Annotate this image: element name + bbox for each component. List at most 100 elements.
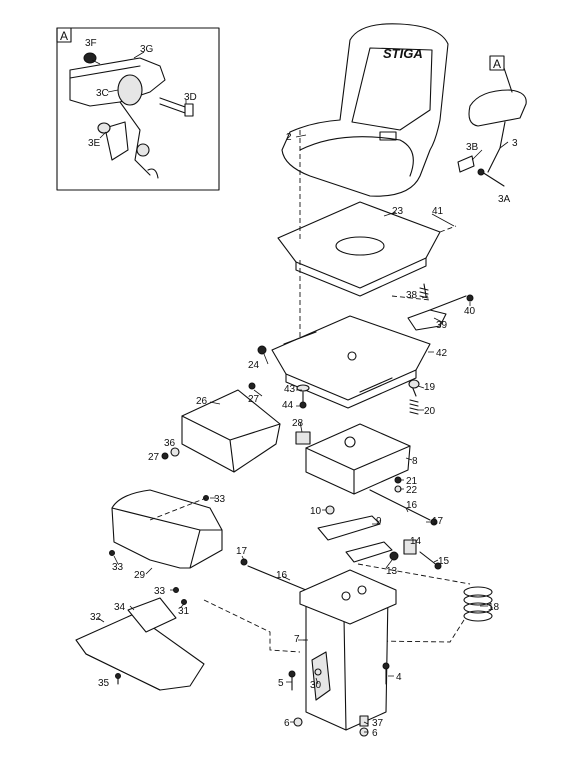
label-6-right: 6 [372, 728, 378, 739]
detail-bolt-3d [159, 97, 189, 115]
detail-plate [104, 121, 129, 161]
plate-42-hole [347, 351, 357, 361]
label-13: 13 [386, 566, 398, 577]
callout-letter-box [489, 55, 505, 71]
label-3g: 3G [140, 44, 154, 55]
plate-23-slot [335, 236, 385, 256]
screw-27-left [161, 452, 169, 460]
detail-washer [97, 122, 111, 134]
detail-bracket [69, 57, 166, 107]
label-37: 37 [372, 718, 384, 729]
linkage [317, 505, 442, 570]
post-7-cutout [311, 651, 331, 701]
label-22: 22 [406, 485, 418, 496]
label-4: 4 [396, 672, 402, 683]
bolt-4-head [382, 662, 390, 670]
label-9: 9 [376, 516, 382, 527]
post-7-hole-1 [341, 591, 351, 601]
plate-32-guide [203, 599, 301, 653]
cover-29-guide [149, 497, 207, 521]
label-26: 26 [196, 396, 208, 407]
spacer-37 [359, 715, 369, 727]
detail-arm-lines [69, 65, 151, 176]
seat-cushion-line [299, 136, 414, 177]
link-9-upper [317, 515, 381, 541]
bolt-44-head [299, 401, 307, 409]
rod-16-upper [369, 489, 431, 521]
leader-lines [91, 51, 509, 733]
label-23: 23 [392, 206, 404, 217]
nut-13 [389, 551, 399, 561]
label-15: 15 [438, 556, 450, 567]
label-33-bottom: 33 [154, 586, 166, 597]
spring-18-coil-1 [463, 586, 493, 598]
label-10: 10 [310, 506, 322, 517]
label-28: 28 [292, 418, 304, 429]
spring-18-coil-2 [463, 594, 493, 606]
label-30: 30 [310, 680, 322, 691]
label-35: 35 [98, 678, 110, 689]
bolt-15 [419, 551, 439, 567]
plate-42-edge [285, 369, 417, 409]
label-27-left: 27 [148, 452, 160, 463]
post-7-hole-2 [357, 585, 367, 595]
screw-24 [257, 345, 267, 355]
label-19: 19 [424, 382, 436, 393]
label-27-top: 27 [248, 394, 260, 405]
label-33-top: 33 [214, 494, 226, 505]
label-3e: 3E [88, 138, 101, 149]
label-2: 2 [286, 132, 292, 143]
cover-29 [109, 489, 223, 605]
seat-brand-logo: STIGA [383, 46, 423, 61]
label-17-upper: 17 [432, 516, 444, 527]
rod-16-lower-group [240, 558, 307, 591]
label-3f: 3F [85, 38, 97, 49]
screw-31 [181, 599, 187, 605]
lever-39 [407, 309, 447, 331]
bolt-15-head [434, 562, 442, 570]
bracket-8-hole [344, 436, 356, 448]
label-3c: 3C [96, 88, 109, 99]
bracket-8-body [305, 423, 411, 495]
label-7: 7 [294, 634, 300, 645]
armrest: A [457, 55, 527, 187]
label-33-left: 33 [112, 562, 124, 573]
label-16-upper: 16 [406, 500, 418, 511]
label-17-lower: 17 [236, 546, 248, 557]
label-16-lower: 16 [276, 570, 288, 581]
screw-33-left [109, 550, 115, 556]
spring-20 [409, 399, 419, 415]
label-3: 3 [512, 138, 518, 149]
label-3d: 3D [184, 92, 197, 103]
label-24: 24 [248, 360, 260, 371]
screw-35-head [115, 673, 121, 679]
knob-19 [408, 379, 420, 389]
detail-frame [56, 27, 220, 191]
plate-23-edge [295, 257, 427, 297]
label-3b: 3B [466, 142, 479, 153]
label-41: 41 [432, 206, 444, 217]
adjust-lever [391, 283, 474, 331]
seat-body [281, 23, 449, 197]
label-14: 14 [410, 536, 422, 547]
lever-rod [429, 295, 467, 311]
spring-18-guide [299, 563, 471, 643]
part-28 [295, 431, 311, 445]
bolt-10 [325, 505, 335, 515]
cover-26-body [181, 389, 281, 473]
label-29: 29 [134, 570, 146, 581]
detail-view-a: A [56, 27, 220, 191]
base-plate-32 [75, 597, 301, 691]
lever-guide [391, 295, 431, 301]
armrest-pad [468, 89, 527, 127]
detail-hook [147, 168, 159, 179]
washer-43 [296, 384, 310, 392]
washer-36 [170, 447, 180, 457]
armrest-bolt-3a [481, 171, 505, 187]
spring-38 [419, 283, 429, 299]
cover-29-body [111, 489, 223, 569]
screw-27-top [248, 382, 256, 390]
detail-bolt-head [184, 103, 194, 117]
slide-plate-42 [257, 315, 431, 415]
seat: STIGA [281, 23, 449, 197]
